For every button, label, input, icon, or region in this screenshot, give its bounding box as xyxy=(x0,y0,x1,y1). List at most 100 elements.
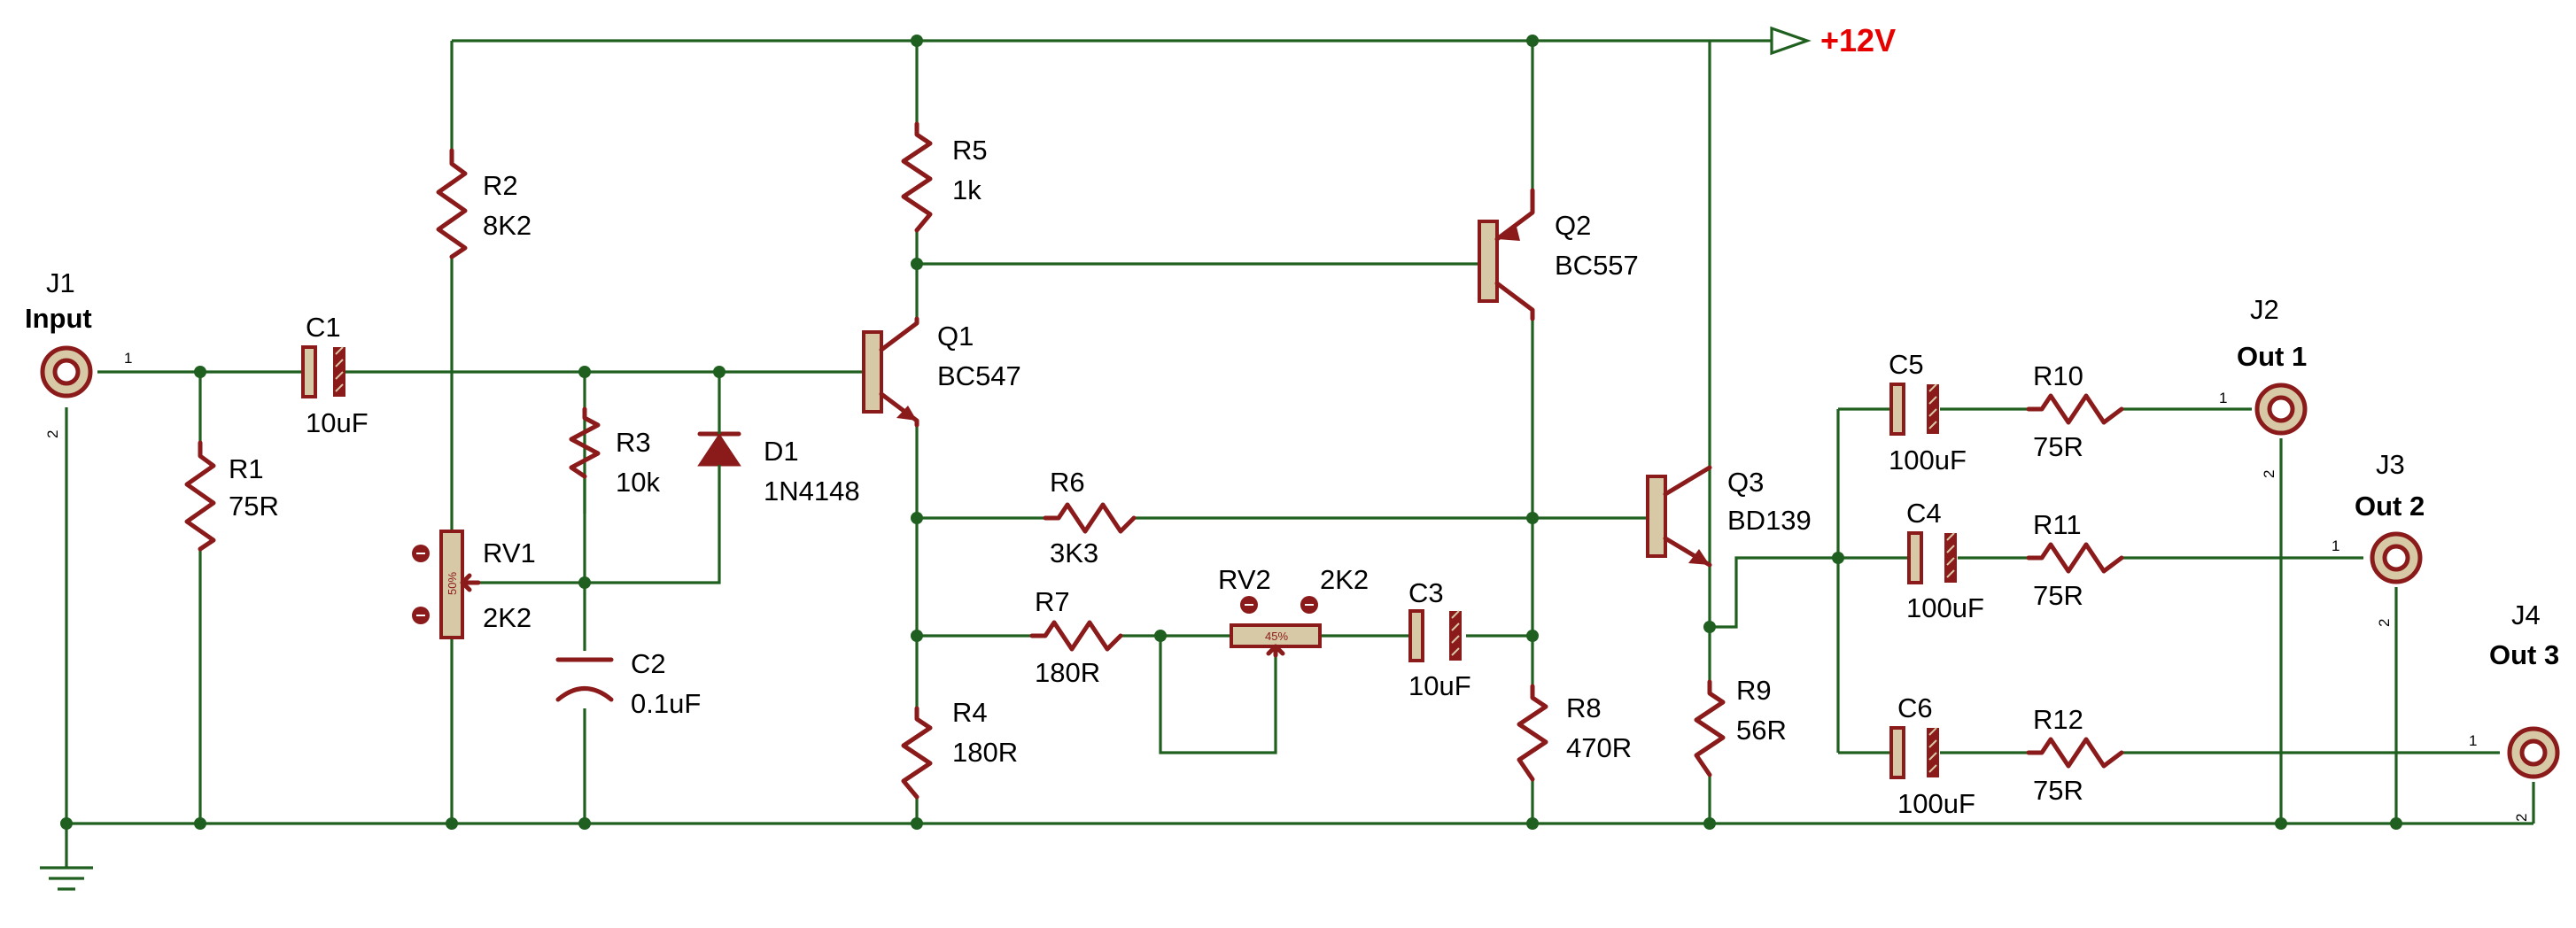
c1-value: 10uF xyxy=(306,407,369,438)
ground-symbol xyxy=(40,866,93,891)
transistor-q3[interactable]: Q3 BD139 xyxy=(1646,465,1812,568)
r2-ref: R2 xyxy=(483,170,518,201)
resistor-r8[interactable]: R8 470R xyxy=(1517,684,1632,782)
j2-ref: J2 xyxy=(2250,294,2279,325)
r9-value: 56R xyxy=(1736,715,1787,746)
c5-ref: C5 xyxy=(1889,349,1924,380)
transistor-q1[interactable]: Q1 BC547 xyxy=(862,316,1021,428)
j4-ref: J4 xyxy=(2511,599,2541,630)
j3-ref: J3 xyxy=(2376,449,2405,480)
c3-ref: C3 xyxy=(1408,577,1444,608)
r4-ref: R4 xyxy=(952,697,988,728)
resistor-r7[interactable]: R7 180R xyxy=(1029,586,1123,688)
j1-ref: J1 xyxy=(46,267,75,298)
r11-ref: R11 xyxy=(2033,509,2082,540)
resistor-r11[interactable]: R11 75R xyxy=(2026,509,2124,611)
resistor-r3[interactable]: R3 10k xyxy=(569,406,660,498)
capacitor-c4[interactable]: C4 100uF xyxy=(1906,498,1984,623)
r2-value: 8K2 xyxy=(483,210,531,241)
r5-value: 1k xyxy=(952,174,982,205)
supply-terminal[interactable]: +12V xyxy=(1770,22,1896,58)
c5-value: 100uF xyxy=(1889,445,1967,476)
c3-value: 10uF xyxy=(1408,670,1471,701)
r3-ref: R3 xyxy=(616,427,651,458)
j1-pin1: 1 xyxy=(124,350,132,367)
diode-d1[interactable]: D1 1N4148 xyxy=(697,416,860,507)
r6-ref: R6 xyxy=(1050,467,1085,498)
resistor-r1[interactable]: R1 75R xyxy=(184,440,279,552)
capacitor-c6[interactable]: C6 100uF xyxy=(1889,692,1975,819)
rv1-value: 2K2 xyxy=(483,602,531,633)
c4-value: 100uF xyxy=(1906,592,1984,623)
q3-part: BD139 xyxy=(1727,505,1812,536)
c6-value: 100uF xyxy=(1897,788,1975,819)
c4-ref: C4 xyxy=(1906,498,1942,529)
r8-value: 470R xyxy=(1566,732,1632,763)
j4-pin1: 1 xyxy=(2469,732,2477,749)
resistor-r4[interactable]: R4 180R xyxy=(901,697,1018,800)
transistor-q2[interactable]: Q2 BC557 xyxy=(1478,188,1639,321)
r5-ref: R5 xyxy=(952,135,988,166)
d1-part: 1N4148 xyxy=(764,476,860,507)
r9-ref: R9 xyxy=(1736,675,1772,706)
r10-value: 75R xyxy=(2033,431,2083,462)
rv2-value: 2K2 xyxy=(1320,564,1369,595)
j1-pin2: 2 xyxy=(44,430,61,438)
resistor-r12[interactable]: R12 75R xyxy=(2026,704,2124,806)
r12-ref: R12 xyxy=(2033,704,2083,735)
j2-pin1: 1 xyxy=(2219,390,2227,406)
rv2-setting: 45% xyxy=(1265,630,1288,643)
connector-j1[interactable]: J1 Input 1 2 xyxy=(25,267,132,438)
resistor-r10[interactable]: R10 75R xyxy=(2026,360,2124,462)
r6-value: 3K3 xyxy=(1050,537,1098,568)
j2-pin2: 2 xyxy=(2261,470,2277,478)
rv1-ref: RV1 xyxy=(483,537,536,568)
connector-j4[interactable]: J4 Out 3 1 2 xyxy=(2469,599,2560,822)
connector-j3[interactable]: J3 Out 2 1 2 xyxy=(2332,449,2425,627)
r10-ref: R10 xyxy=(2033,360,2083,391)
r7-value: 180R xyxy=(1035,657,1100,688)
r3-value: 10k xyxy=(616,467,660,498)
r1-value: 75R xyxy=(229,491,279,522)
potentiometer-rv2[interactable]: 45% RV2 2K2 xyxy=(1218,564,1369,658)
j1-name: Input xyxy=(25,303,92,334)
j2-name: Out 1 xyxy=(2237,341,2307,372)
capacitor-c2[interactable]: C2 0.1uF xyxy=(555,648,701,719)
c2-ref: C2 xyxy=(631,648,666,679)
j3-name: Out 2 xyxy=(2355,491,2425,522)
connector-j2[interactable]: J2 Out 1 1 2 xyxy=(2219,294,2308,478)
j3-pin2: 2 xyxy=(2376,619,2393,627)
r7-ref: R7 xyxy=(1035,586,1070,617)
r1-ref: R1 xyxy=(229,453,264,484)
potentiometer-rv1[interactable]: 50% RV1 2K2 xyxy=(412,530,536,639)
r11-value: 75R xyxy=(2033,580,2083,611)
resistor-r6[interactable]: R6 3K3 xyxy=(1043,467,1137,568)
q1-ref: Q1 xyxy=(937,321,974,352)
c2-value: 0.1uF xyxy=(631,688,701,719)
q1-part: BC547 xyxy=(937,360,1021,391)
r4-value: 180R xyxy=(952,737,1018,768)
supply-label: +12V xyxy=(1820,22,1896,58)
junctions xyxy=(60,35,2402,830)
capacitor-c3[interactable]: C3 10uF xyxy=(1408,577,1471,701)
q2-part: BC557 xyxy=(1555,250,1639,281)
j4-name: Out 3 xyxy=(2489,639,2559,670)
q3-ref: Q3 xyxy=(1727,467,1764,498)
q2-ref: Q2 xyxy=(1555,210,1591,241)
r8-ref: R8 xyxy=(1566,692,1602,723)
resistor-r9[interactable]: R9 56R xyxy=(1694,675,1787,777)
c6-ref: C6 xyxy=(1897,692,1933,723)
j4-pin2: 2 xyxy=(2513,814,2530,822)
resistor-r2[interactable]: R2 8K2 xyxy=(436,148,531,259)
r12-value: 75R xyxy=(2033,775,2083,806)
capacitor-c5[interactable]: C5 100uF xyxy=(1889,349,1967,476)
d1-ref: D1 xyxy=(764,436,799,467)
c1-ref: C1 xyxy=(306,312,341,343)
resistor-r5[interactable]: R5 1k xyxy=(901,121,988,233)
wires xyxy=(65,39,2535,868)
j3-pin1: 1 xyxy=(2332,537,2339,554)
rv1-setting: 50% xyxy=(446,572,459,595)
rv2-ref: RV2 xyxy=(1218,564,1271,595)
capacitor-c1[interactable]: C1 10uF xyxy=(301,312,369,438)
